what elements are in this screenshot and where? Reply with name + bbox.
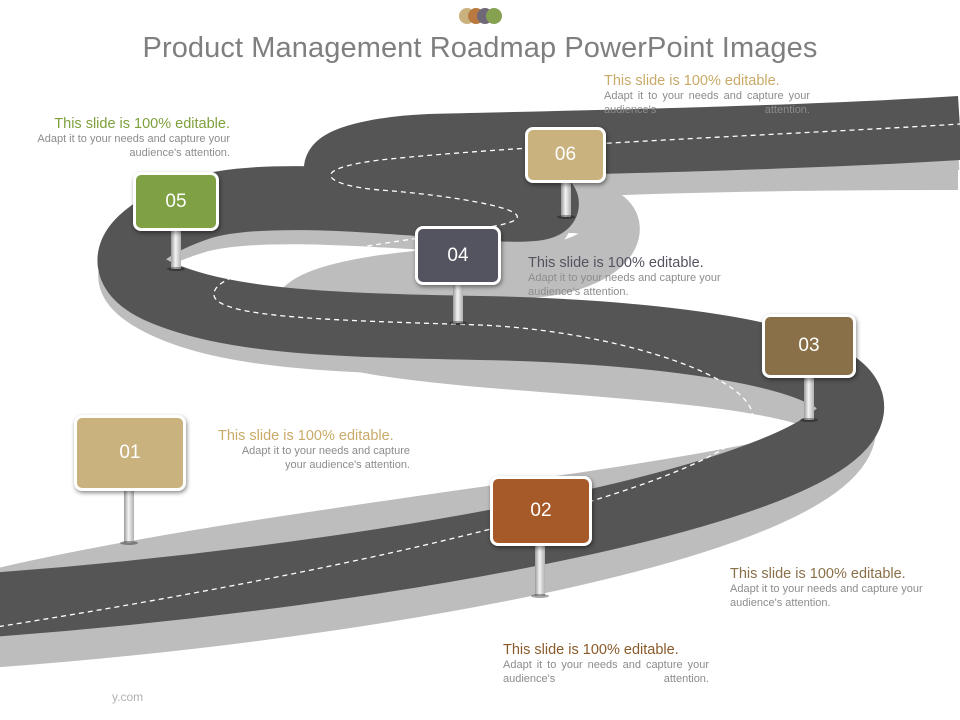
milestone-board-05: 05 [133,172,219,231]
signpost-base [167,267,185,271]
signpost [124,487,134,543]
milestone-number: 04 [447,244,469,266]
milestone-number: 06 [554,144,577,165]
note-body: Adapt it to your needs and capture your … [503,659,709,685]
note-05: This slide is 100% editable. Adapt it to… [30,116,230,160]
note-body: Adapt it to your needs and capture your … [604,90,810,116]
signpost [171,227,181,269]
footer-url: y.com [112,690,144,704]
signpost [453,281,463,323]
milestone-number: 01 [119,442,141,463]
signpost-base [449,321,467,325]
milestone-board-06: 06 [525,127,606,183]
note-03: This slide is 100% editable. Adapt it to… [730,566,930,610]
signpost [561,179,571,217]
signpost-base [531,594,549,598]
header-dots [459,8,503,26]
note-04: This slide is 100% editable. Adapt it to… [528,255,728,299]
signpost [804,374,814,420]
milestone-board-03: 03 [762,314,856,378]
signpost-base [800,418,818,422]
signpost-base [120,541,138,545]
note-02: This slide is 100% editable. Adapt it to… [503,642,709,686]
note-body: Adapt it to your needs and capture your … [528,272,721,298]
note-heading: This slide is 100% editable. [528,255,704,271]
note-heading: This slide is 100% editable. [730,566,906,582]
note-heading: This slide is 100% editable. [503,642,679,658]
milestone-board-02: 02 [490,476,592,546]
note-01: This slide is 100% editable. Adapt it to… [218,428,410,472]
milestone-board-04: 04 [415,226,501,285]
note-body: Adapt it to your needs and capture your … [730,583,923,609]
note-heading: This slide is 100% editable. [218,428,394,444]
slide-title: Product Management Roadmap PowerPoint Im… [142,32,818,64]
note-heading: This slide is 100% editable. [54,116,230,132]
road-surface [0,96,960,637]
milestone-number: 03 [798,335,820,356]
milestone-number: 02 [530,500,552,521]
milestone-number: 05 [165,190,187,212]
road-lane-marking [0,123,960,628]
signpost [535,541,545,596]
signpost-base [557,215,575,219]
note-heading: This slide is 100% editable. [604,73,780,89]
milestone-board-01: 01 [74,415,186,491]
note-body: Adapt it to your needs and capture your … [37,133,230,159]
header-dot-4 [486,8,502,24]
note-body: Adapt it to your needs and capture your … [241,445,410,471]
note-06: This slide is 100% editable. Adapt it to… [604,73,810,117]
